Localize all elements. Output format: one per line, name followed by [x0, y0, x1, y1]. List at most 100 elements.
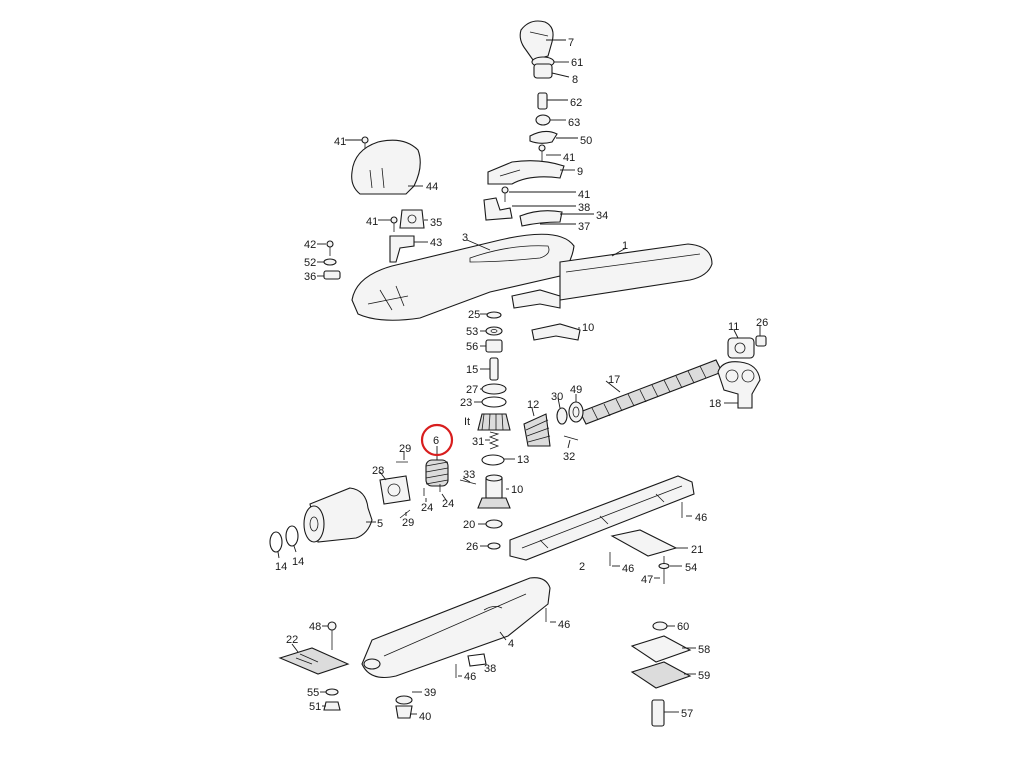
part-label-54: 54 — [685, 562, 697, 574]
part-25-ring — [480, 311, 502, 319]
part-33-pin — [459, 477, 477, 485]
part-2-base-rail — [509, 475, 695, 561]
part-label-46: 46 — [464, 671, 476, 683]
part-label-61: 61 — [571, 57, 583, 69]
part-label-43: 43 — [430, 237, 442, 249]
part-3-upper-housing — [351, 233, 575, 321]
part-28-flange — [379, 471, 411, 505]
part-21-plate — [610, 529, 688, 557]
part-label-56: 56 — [466, 341, 478, 353]
part-13-ring — [481, 454, 515, 466]
part-label-59: 59 — [698, 670, 710, 682]
part-41-screw-b — [501, 186, 576, 202]
part-label-50: 50 — [580, 135, 592, 147]
part-53-washer — [480, 326, 503, 336]
part-9-lever — [487, 160, 575, 185]
part-label-34: 34 — [596, 210, 608, 222]
part-label-35: 35 — [430, 217, 442, 229]
part-label-1: 1 — [622, 240, 628, 252]
part-label-46: 46 — [558, 619, 570, 631]
part-24-screws — [423, 484, 447, 502]
part-label-41: 41 — [578, 189, 590, 201]
part-label-10: 10 — [511, 484, 523, 496]
part-label-52: 52 — [304, 257, 316, 269]
part-label-29: 29 — [399, 443, 411, 455]
part-label-62: 62 — [570, 97, 582, 109]
part-label-33: 33 — [463, 469, 475, 481]
part-41-screw-mid — [378, 216, 398, 232]
part-60-nut — [652, 621, 675, 631]
part-label-24: 24 — [421, 502, 433, 514]
part-label-58: 58 — [698, 644, 710, 656]
part-label-13: 13 — [517, 454, 529, 466]
part-label-17: 17 — [608, 374, 620, 386]
part-label-9: 9 — [577, 166, 583, 178]
part-46-screw-lowleft — [455, 664, 462, 678]
part-63-nut — [535, 114, 566, 126]
part-label-3: 3 — [462, 232, 468, 244]
part-label-51: 51 — [309, 701, 321, 713]
part-17-worm-screw — [579, 359, 723, 425]
part-label-25: 25 — [468, 309, 480, 321]
part-14-ring-a — [269, 531, 283, 559]
part-4-lower-housing — [361, 577, 551, 679]
part-62-pin — [537, 92, 568, 110]
part-39-40-fitting — [395, 691, 422, 719]
part-30-bearing — [556, 397, 568, 425]
part-27-bearing — [480, 383, 507, 395]
part-36-nut — [317, 270, 341, 280]
part-41-screw-top — [538, 144, 561, 162]
part-label-4: 4 — [508, 638, 514, 650]
part-57-bolt — [651, 699, 679, 727]
part-7-release-key — [519, 20, 566, 61]
part-label-It: It — [464, 416, 470, 428]
part-12-bevel-pinion — [523, 407, 551, 447]
part-48-pin — [322, 621, 337, 650]
part-label-60: 60 — [677, 621, 689, 633]
part-6-worm — [425, 446, 449, 487]
part-label-37: 37 — [578, 221, 590, 233]
part-label-40: 40 — [419, 711, 431, 723]
part-26-end-plug — [755, 326, 767, 347]
part-label-30: 30 — [551, 391, 563, 403]
part-38-bracket-top — [483, 197, 576, 221]
part-label-53: 53 — [466, 326, 478, 338]
part-34-plate — [519, 210, 594, 227]
part-38-label-low — [467, 653, 487, 667]
part-label-63: 63 — [568, 117, 580, 129]
part-label-57: 57 — [681, 708, 693, 720]
part-label-44: 44 — [426, 181, 438, 193]
part-label-41: 41 — [334, 136, 346, 148]
part-label-31: 31 — [472, 436, 484, 448]
part-label-14: 14 — [292, 556, 304, 568]
part-label-42: 42 — [304, 239, 316, 251]
part-label-12: 12 — [527, 399, 539, 411]
part-label-36: 36 — [304, 271, 316, 283]
part-50-cam — [529, 130, 578, 144]
part-label-55: 55 — [307, 687, 319, 699]
part-56-bushing — [480, 339, 503, 353]
part-label-20: 20 — [463, 519, 475, 531]
part-label-5: 5 — [377, 518, 383, 530]
part-label-2: 2 — [579, 561, 585, 573]
part-8-cylinder — [533, 63, 570, 79]
part-26-plug — [480, 542, 501, 550]
part-52-washer — [317, 258, 337, 266]
part-label-41: 41 — [563, 152, 575, 164]
part-55-washer — [320, 688, 339, 696]
part-10-bevel-gear — [477, 474, 511, 509]
part-label-29: 29 — [402, 517, 414, 529]
part-23-seal — [474, 396, 507, 408]
part-15-shaft — [480, 357, 499, 381]
part-46-screw-low — [545, 608, 556, 623]
part-label-7: 7 — [568, 37, 574, 49]
part-label-32: 32 — [563, 451, 575, 463]
part-label-6: 6 — [433, 435, 439, 447]
part-label-18: 18 — [709, 398, 721, 410]
part-label-39: 39 — [424, 687, 436, 699]
part-42-screw — [317, 240, 334, 256]
part-label-27: 27 — [466, 384, 478, 396]
part-label-38: 38 — [578, 202, 590, 214]
part-label-47: 47 — [641, 574, 653, 586]
